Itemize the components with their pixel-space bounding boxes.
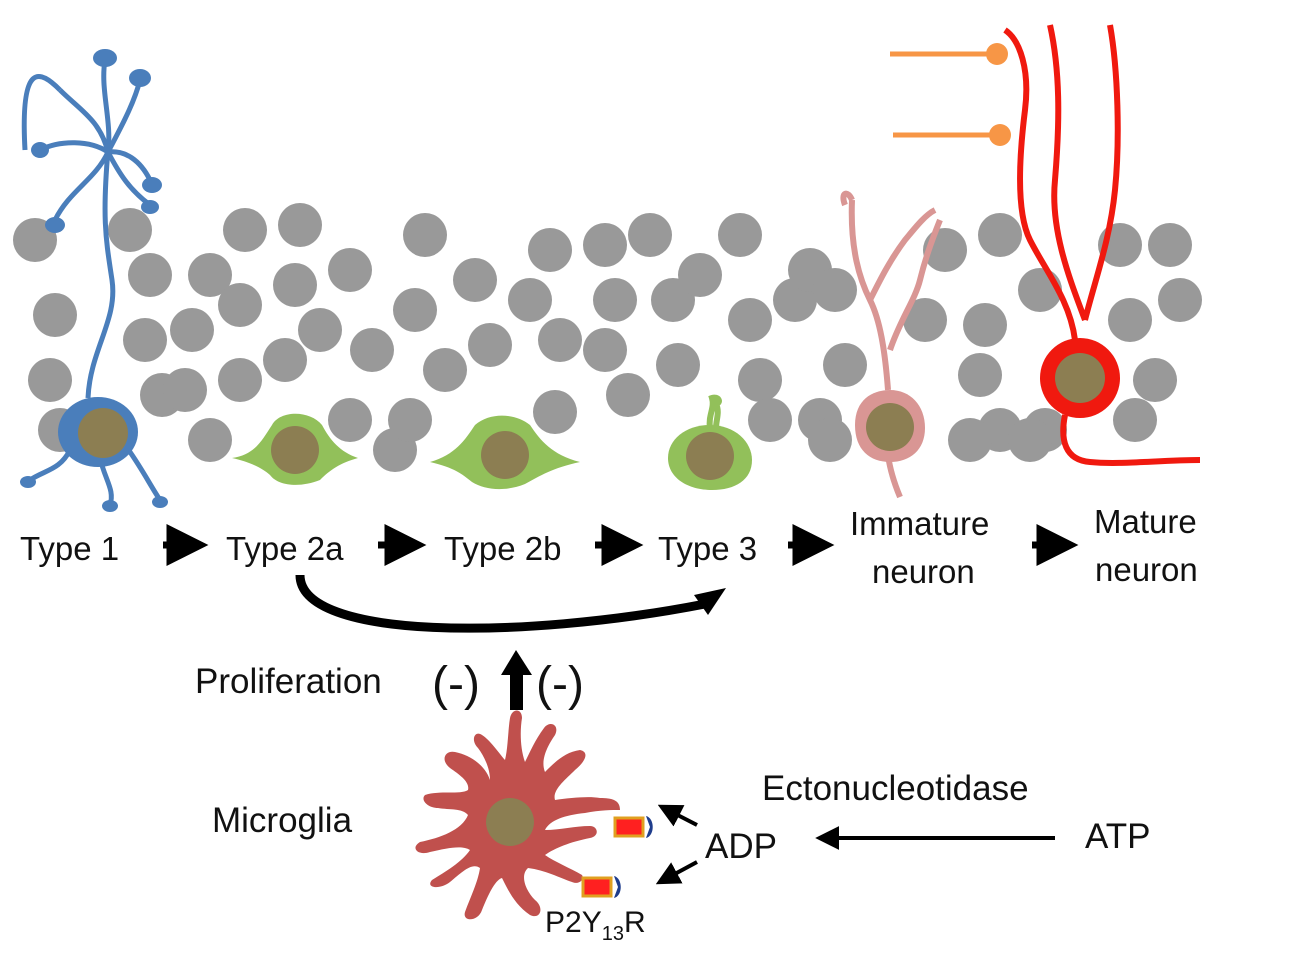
microglia-cell bbox=[415, 710, 620, 920]
granule-cell bbox=[583, 328, 627, 372]
granule-cell bbox=[1133, 358, 1177, 402]
immature-neuron-cell bbox=[840, 190, 943, 499]
type3-cell bbox=[668, 394, 752, 490]
stage-label-type1: Type 1 bbox=[20, 530, 119, 567]
stage-label-immature-line1: Immature bbox=[850, 505, 989, 542]
granule-cell bbox=[468, 323, 512, 367]
granule-cell bbox=[728, 298, 772, 342]
stage-labels: Type 1 Type 2a Type 2b Type 3 Immature n… bbox=[20, 503, 1198, 590]
type2a-cell bbox=[232, 413, 358, 485]
granule-cell bbox=[508, 278, 552, 322]
granule-cell bbox=[388, 398, 432, 442]
adp-label: ADP bbox=[705, 827, 777, 866]
granule-cell bbox=[538, 318, 582, 362]
incoming-axons bbox=[890, 43, 1011, 146]
granule-cell bbox=[738, 358, 782, 402]
granule-cell bbox=[453, 258, 497, 302]
microglia-label: Microglia bbox=[212, 801, 353, 840]
granule-cell bbox=[1108, 298, 1152, 342]
granule-cell bbox=[948, 418, 992, 462]
granule-cell bbox=[903, 298, 947, 342]
stage-label-type3: Type 3 bbox=[658, 530, 757, 567]
receptor-label: P2Y13R bbox=[545, 906, 646, 945]
granule-cell bbox=[748, 398, 792, 442]
p2y13-receptors bbox=[581, 816, 653, 898]
mature-neuron-cell bbox=[1003, 24, 1201, 466]
granule-cell bbox=[350, 328, 394, 372]
granule-cell-layer bbox=[13, 203, 1202, 472]
granule-cell bbox=[1158, 278, 1202, 322]
stage-label-type2b: Type 2b bbox=[444, 530, 561, 567]
granule-cell bbox=[123, 318, 167, 362]
stage-label-type2a: Type 2a bbox=[226, 530, 344, 567]
granule-cell bbox=[593, 278, 637, 322]
granule-cell bbox=[808, 418, 852, 462]
inhibition-left: (-) bbox=[432, 658, 480, 711]
granule-cell bbox=[958, 353, 1002, 397]
proliferation-bracket-arrow bbox=[295, 574, 726, 633]
granule-cell bbox=[583, 223, 627, 267]
inhibition-right: (-) bbox=[536, 658, 584, 711]
stage-label-mature-line2: neuron bbox=[1095, 551, 1198, 588]
granule-cell bbox=[170, 308, 214, 352]
nucleotide-pathway: ADP ATP Ectonucleotidase bbox=[655, 769, 1150, 885]
granule-cell bbox=[278, 203, 322, 247]
granule-cell bbox=[978, 213, 1022, 257]
granule-cell bbox=[423, 348, 467, 392]
up-arrow-icon bbox=[501, 650, 532, 710]
granule-cell bbox=[223, 208, 267, 252]
granule-cell bbox=[528, 228, 572, 272]
granule-cell bbox=[678, 253, 722, 297]
stage-label-immature-line2: neuron bbox=[872, 553, 975, 590]
granule-cell bbox=[273, 263, 317, 307]
granule-cell bbox=[163, 368, 207, 412]
ectonucleotidase-label: Ectonucleotidase bbox=[762, 769, 1029, 808]
granule-cell bbox=[1113, 398, 1157, 442]
granule-cell bbox=[108, 208, 152, 252]
granule-cell bbox=[656, 343, 700, 387]
atp-label: ATP bbox=[1085, 817, 1150, 856]
granule-cell bbox=[188, 418, 232, 462]
granule-cell bbox=[218, 283, 262, 327]
granule-cell bbox=[533, 390, 577, 434]
granule-cell bbox=[33, 293, 77, 337]
receptor-icon-lower bbox=[581, 876, 621, 898]
granule-cell bbox=[393, 288, 437, 332]
proliferation-regulation: Proliferation (-) (-) bbox=[195, 650, 584, 711]
granule-cell bbox=[628, 213, 672, 257]
granule-cell bbox=[188, 253, 232, 297]
proliferation-label: Proliferation bbox=[195, 662, 382, 701]
granule-cell bbox=[128, 253, 172, 297]
granule-cell bbox=[718, 213, 762, 257]
granule-cell bbox=[813, 268, 857, 312]
receptor-icon-upper bbox=[613, 816, 653, 838]
type2b-cell bbox=[430, 415, 580, 490]
granule-cell bbox=[298, 308, 342, 352]
granule-cell bbox=[328, 248, 372, 292]
type1-cell bbox=[20, 49, 168, 512]
stage-label-mature-line1: Mature bbox=[1094, 503, 1197, 540]
granule-cell bbox=[1148, 223, 1192, 267]
granule-cell bbox=[963, 303, 1007, 347]
granule-cell bbox=[606, 373, 650, 417]
granule-cell bbox=[28, 358, 72, 402]
granule-cell bbox=[263, 338, 307, 382]
granule-cell bbox=[218, 358, 262, 402]
granule-cell bbox=[1008, 418, 1052, 462]
granule-cell bbox=[403, 213, 447, 257]
granule-cell bbox=[328, 398, 372, 442]
granule-cell bbox=[823, 343, 867, 387]
granule-cell bbox=[13, 218, 57, 262]
